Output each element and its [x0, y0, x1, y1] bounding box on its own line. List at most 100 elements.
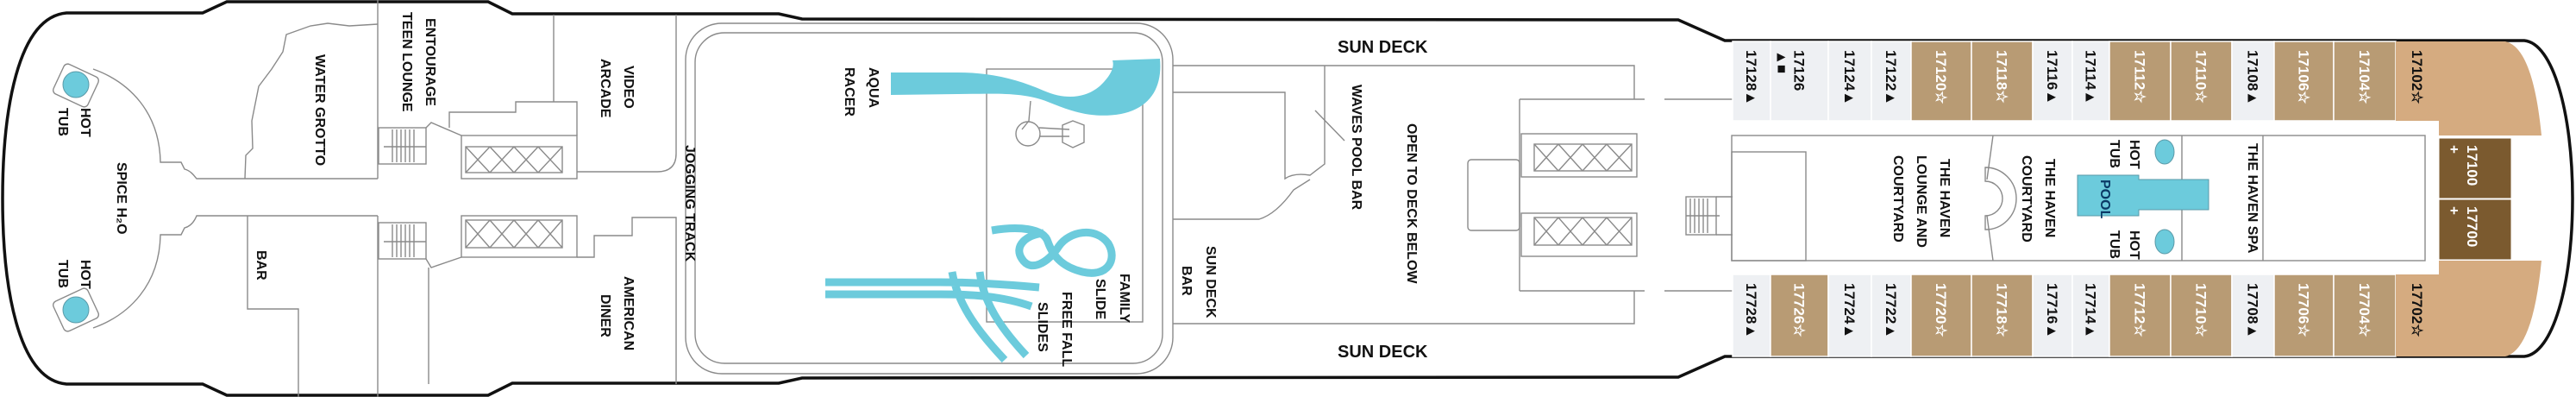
cabin-number: 17108▲ — [2245, 50, 2261, 105]
cabin-cell[interactable] — [1971, 41, 2034, 122]
cabin-symbol-icon: ☆ — [2356, 91, 2372, 104]
aqua-racer-label: RACER — [842, 67, 856, 117]
cabin-cell[interactable] — [2170, 41, 2233, 122]
cabin-cell[interactable] — [1871, 41, 1912, 122]
cabin-symbol-icon: ☆ — [2409, 324, 2425, 337]
cabin-number: 17702☆ — [2409, 283, 2425, 337]
cabin-cell[interactable] — [2333, 274, 2397, 357]
cabin-cell[interactable] — [2109, 274, 2172, 357]
cabin-number: 17718☆ — [1994, 283, 2010, 337]
spice-h2o-label: SPICE H₂O — [114, 162, 128, 235]
cabin-cell[interactable] — [2231, 41, 2275, 122]
aft-area-outlines — [92, 0, 677, 397]
cabin-cell[interactable] — [2273, 41, 2335, 122]
cabin-number: 17114▲ — [2083, 50, 2099, 104]
cabin-cell[interactable] — [1827, 274, 1872, 357]
cabin-symbol-icon: ▲ — [2245, 91, 2261, 105]
cabin-symbol-icon: ☆ — [2132, 324, 2148, 337]
haven-hot-tub-bottom-label: HOT — [2127, 230, 2141, 260]
cabin-symbol-icon: ☆ — [2356, 324, 2372, 337]
cabin-symbol-icon: ☆ — [2409, 91, 2425, 104]
cabin-number-text: 17106 — [2296, 50, 2312, 91]
slide-connector — [1021, 100, 1070, 137]
hot-tub-top-label: TUB — [55, 108, 70, 136]
cabin-symbol-icon: + — [2446, 145, 2462, 154]
video-arcade-label: VIDEO — [621, 66, 636, 109]
free-fall-slides-label: FREE FALL — [1059, 292, 1074, 367]
cabin-number: 17102☆ — [2409, 50, 2425, 104]
cabin-cell[interactable] — [2438, 137, 2512, 199]
cabin-cell[interactable] — [1770, 41, 1829, 122]
cabin-number-text: 17104 — [2356, 50, 2372, 91]
cabin-symbol-icon: ▲ — [1883, 91, 1899, 105]
hot-tub-top-label: HOT — [78, 108, 92, 137]
cabin-number-text: 17720 — [1933, 283, 1949, 324]
cabin-number-text: 17708 — [2245, 283, 2261, 324]
american-diner-label: AMERICAN — [621, 276, 636, 350]
cabin-number: 17722▲ — [1883, 283, 1899, 338]
cabin-cell[interactable] — [2071, 41, 2110, 122]
cabin-symbol-icon: ▲ — [1883, 324, 1899, 338]
cabin-number: 17120☆ — [1933, 50, 1949, 104]
cabin-number-text: 17726 — [1791, 283, 1808, 324]
haven-lounge-label: COURTYARD — [1890, 155, 1905, 243]
haven-courtyard-label: THE HAVEN — [2042, 159, 2057, 237]
cabin-symbol-icon: ▲ — [1841, 324, 1858, 338]
cabin-number-text: 17714 — [2083, 283, 2099, 325]
cabin-number-text: 17722 — [1883, 283, 1899, 324]
cabin-number: 17106☆ — [2296, 50, 2312, 104]
cabin-number: 17104☆ — [2356, 50, 2372, 104]
cabin-symbol-icon: ☆ — [1933, 91, 1949, 104]
jogging-track-inner — [694, 32, 1163, 364]
hot-tub-bottom-label: TUB — [55, 260, 70, 288]
sun-deck-bar-label: BAR — [1179, 266, 1194, 296]
cabin-cell[interactable] — [2109, 41, 2172, 122]
cabin-number-text: 17718 — [1994, 283, 2010, 324]
cabin-cell[interactable] — [2396, 41, 2542, 135]
cabin-symbol-icon: ☆ — [2296, 324, 2312, 337]
haven-pool — [2077, 174, 2209, 217]
cabin-cell[interactable] — [1871, 274, 1912, 357]
cabin-number-text: 17124 — [1841, 50, 1858, 91]
haven-hot-tub-bottom-label: TUB — [2107, 230, 2122, 259]
cabin-cell[interactable] — [2396, 261, 2542, 356]
family-slide — [991, 224, 1116, 277]
cabin-number-text: 17126 — [1791, 50, 1808, 91]
cabin-number: 17724▲ — [1841, 283, 1858, 338]
cabin-number: 17706☆ — [2296, 283, 2312, 337]
sun-deck-bar-label: SUN DECK — [1203, 246, 1218, 318]
cabin-cell[interactable] — [2438, 198, 2512, 261]
hot-tub-bottom-label: HOT — [78, 260, 92, 289]
cabin-number-text: 17704 — [2356, 283, 2372, 325]
cabin-number: 17122▲ — [1883, 50, 1899, 105]
cabin-symbol-icon: ☆ — [1791, 324, 1808, 337]
american-diner-label: DINER — [598, 294, 612, 337]
cabin-symbol-icon: + — [2446, 206, 2462, 215]
cabin-number: 17128▲ — [1743, 50, 1759, 105]
cabin-cell[interactable] — [2333, 41, 2397, 122]
haven-lounge-label: THE HAVEN — [1937, 159, 1952, 237]
cabin-cell[interactable] — [1971, 274, 2034, 357]
hot-tub-frame-bottom — [52, 287, 100, 332]
video-arcade-label: ARCADE — [598, 59, 612, 118]
water-grotto-label: WATER GROTTO — [312, 54, 327, 166]
cabin-number: 17124▲ — [1841, 50, 1858, 105]
entourage-teen-lounge-label: TEEN LOUNGE — [399, 12, 414, 112]
cabin-number-text: 17128 — [1743, 50, 1759, 91]
cabin-number: 17716▲ — [2044, 283, 2060, 338]
cabin-number-text: 17710 — [2193, 283, 2209, 324]
cabin-symbol-icon: ▲ — [2044, 90, 2060, 104]
cabin-cell[interactable] — [1827, 41, 1872, 122]
cabin-cell[interactable] — [1732, 41, 1771, 122]
cabin-cell[interactable] — [1910, 274, 1972, 357]
haven-hot-tub-top-label: TUB — [2107, 140, 2122, 168]
cabin-number: 17118☆ — [1994, 50, 2010, 104]
cabin-cell[interactable] — [1770, 274, 1829, 357]
haven-lounge-label: LOUNGE AND — [1914, 155, 1928, 248]
cabin-number-text: 17712 — [2132, 283, 2148, 324]
cabin-cell[interactable] — [1910, 41, 1972, 122]
cabin-cell[interactable] — [1732, 274, 1771, 357]
cabin-number-text: 17706 — [2296, 283, 2312, 324]
hot-tub-top — [62, 71, 90, 98]
bar-label: BAR — [254, 250, 268, 280]
